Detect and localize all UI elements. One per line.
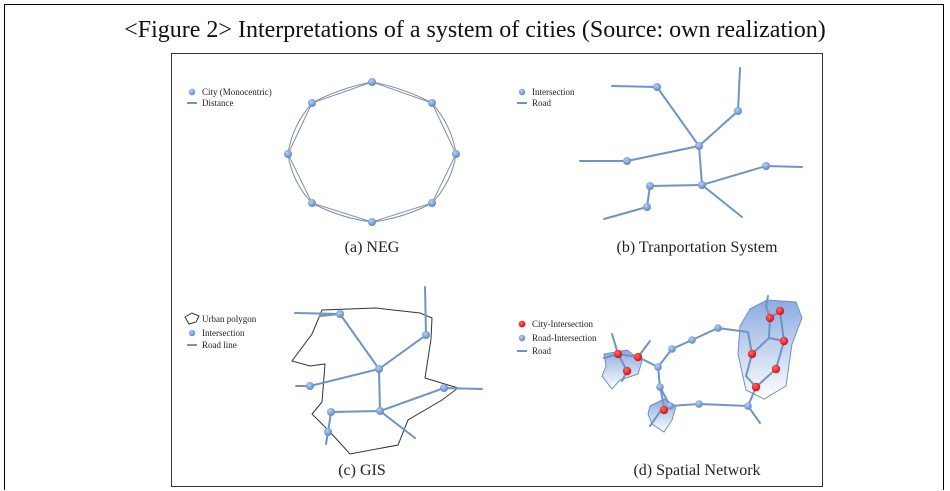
city-node <box>308 99 316 107</box>
legend-polygon-icon <box>184 312 200 325</box>
city-nodes <box>284 78 460 226</box>
city-node <box>428 99 436 107</box>
panel-a-neg: City (Monocentric) Distance (a) NEG <box>187 78 460 256</box>
legend-city-intersection-icon <box>518 320 526 328</box>
road-intersection-node <box>656 383 664 391</box>
panel-d-label: (d) Spatial Network <box>633 462 760 479</box>
city-node <box>308 199 316 207</box>
legend-intersection-label: Intersection <box>202 328 245 338</box>
road <box>659 386 757 408</box>
road <box>744 331 757 388</box>
intersection-node <box>336 310 344 318</box>
legend-road-label: Road <box>532 346 551 356</box>
legend-city-label: City (Monocentric) <box>202 87 272 97</box>
city-intersections-d <box>613 306 789 415</box>
intersection-node <box>698 181 706 189</box>
urban-polygon-left <box>601 349 643 390</box>
intersection-node <box>734 107 742 115</box>
figure-box: City (Monocentric) Distance (a) NEG Inte… <box>171 53 823 487</box>
road-intersection-node <box>654 363 662 371</box>
city-intersection-node <box>775 306 785 316</box>
city-intersection-node <box>622 366 632 376</box>
intersection-node <box>306 382 314 390</box>
city-intersection-node <box>771 364 781 374</box>
city-intersection-node <box>747 349 757 359</box>
intersection-node <box>653 83 661 91</box>
legend-intersection-icon <box>188 329 196 337</box>
intersections-b <box>623 83 770 211</box>
road-intersection-node <box>666 402 674 410</box>
road-network-c <box>294 286 483 445</box>
road-network-b <box>579 67 803 220</box>
panel-d-spatial-network: City-Intersection Road-Intersection Road <box>517 295 803 479</box>
intersections-c <box>306 310 448 436</box>
intersection-node <box>327 408 335 416</box>
city-node <box>428 199 436 207</box>
panel-b-transportation: Intersection Road (b) Tranportation Syst… <box>517 67 803 256</box>
road-line <box>379 410 416 439</box>
intersection-node <box>695 142 703 150</box>
panel-c-legend: Urban polygon Intersection Road line <box>184 312 257 350</box>
intersection-node <box>762 162 770 170</box>
legend-road-label: Road <box>532 98 551 108</box>
road-line <box>325 410 381 445</box>
road-intersection-node <box>668 345 676 353</box>
road <box>603 340 651 359</box>
intersection-node <box>376 407 384 415</box>
legend-road-intersection-icon <box>518 334 526 342</box>
figure-caption: <Figure 2> Interpretations of a system o… <box>124 17 826 43</box>
legend-road-intersection-label: Road-Intersection <box>532 333 597 343</box>
urban-polygon-large <box>737 299 803 400</box>
road <box>603 184 703 220</box>
road-intersection-node <box>695 400 703 408</box>
figure-diagram: City (Monocentric) Distance (a) NEG Inte… <box>184 67 803 479</box>
legend-city-icon <box>188 88 196 96</box>
road <box>764 295 771 319</box>
city-intersection-node <box>751 382 761 392</box>
intersection-node <box>324 428 332 436</box>
city-node <box>368 78 376 86</box>
road-intersection-node <box>688 336 696 344</box>
intersection-node <box>646 182 654 190</box>
road-intersection-node <box>744 402 752 410</box>
panel-a-label: (a) NEG <box>345 239 400 256</box>
legend-distance-label: Distance <box>202 98 234 108</box>
urban-polygons-d <box>601 299 803 433</box>
panel-c-label: (c) GIS <box>338 462 386 479</box>
city-intersection-node <box>779 336 789 346</box>
panel-a-legend: City (Monocentric) Distance <box>187 87 272 108</box>
legend-intersection-icon <box>518 88 526 96</box>
road <box>579 145 700 162</box>
intersection-node <box>375 365 383 373</box>
city-intersection-node <box>659 405 669 415</box>
city-node <box>284 150 292 158</box>
road <box>701 184 743 218</box>
legend-city-intersection-label: City-Intersection <box>532 319 593 329</box>
panel-b-legend: Intersection Road <box>517 87 575 108</box>
intersection-node <box>422 331 430 339</box>
panel-b-label: (b) Tranportation System <box>617 239 778 256</box>
intersection-node <box>623 157 631 165</box>
city-node <box>452 150 460 158</box>
road <box>611 67 741 148</box>
city-intersection-node <box>633 352 643 362</box>
intersection-node <box>440 384 448 392</box>
legend-road-line-label: Road line <box>202 340 237 350</box>
panel-d-legend: City-Intersection Road-Intersection Road <box>517 319 597 356</box>
legend-urban-polygon-label: Urban polygon <box>202 314 257 324</box>
road-line <box>378 368 483 413</box>
city-intersection-node <box>765 313 775 323</box>
intersection-node <box>643 203 651 211</box>
outer-frame <box>4 4 944 490</box>
panel-c-gis: Urban polygon Intersection Road line (c)… <box>184 286 483 479</box>
city-intersection-node <box>613 349 623 359</box>
road-intersections-d <box>654 324 752 410</box>
city-node <box>368 218 376 226</box>
road <box>611 333 629 382</box>
road <box>698 145 803 187</box>
legend-intersection-label: Intersection <box>532 87 575 97</box>
urban-polygon <box>291 307 460 455</box>
road-intersection-node <box>714 324 722 332</box>
